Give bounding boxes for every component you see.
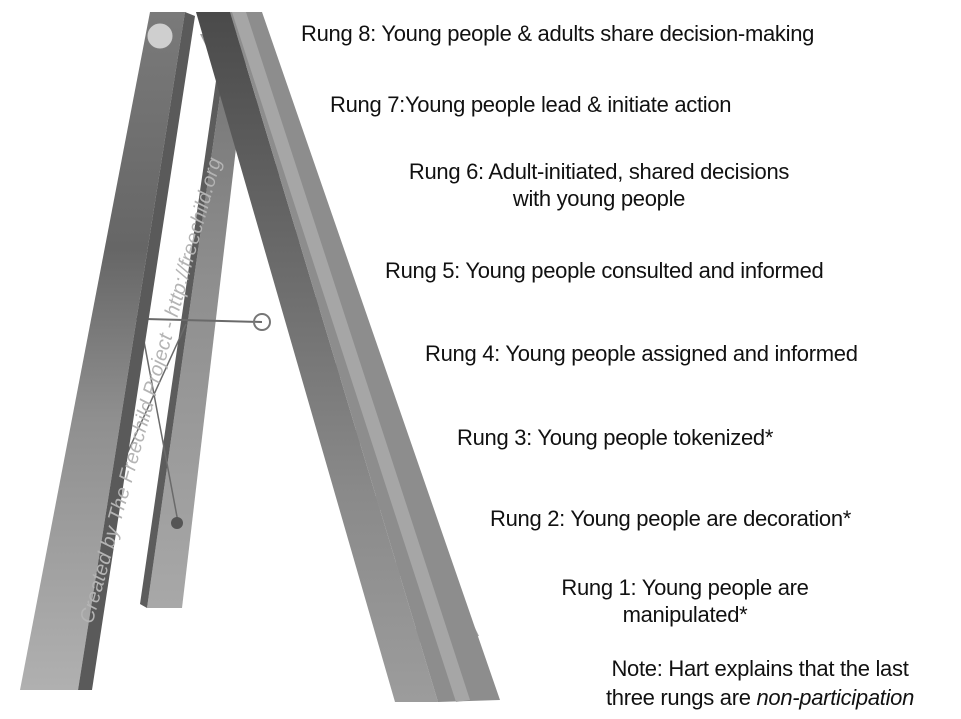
rung-1-line-1: Rung 1: Young people are	[561, 575, 809, 600]
rung-7-label: Rung 7:Young people lead & initiate acti…	[330, 91, 732, 118]
rung-3-line: Rung 3: Young people tokenized*	[457, 425, 774, 450]
note-line-2-prefix: three rungs are	[605, 685, 757, 710]
rung-5-label: Rung 5: Young people consulted and infor…	[385, 257, 824, 284]
note-line-2: three rungs are non-participation	[560, 683, 960, 712]
rung-8-label: Rung 8: Young people & adults share deci…	[301, 20, 814, 47]
rung-2-label: Rung 2: Young people are decoration*	[490, 505, 851, 532]
rung-8-line: Rung 8: Young people & adults share deci…	[301, 21, 815, 46]
rung-4-line: Rung 4: Young people assigned and inform…	[425, 341, 858, 366]
ladder-right-rail-inner	[196, 12, 438, 702]
ladder-rear-rail	[147, 12, 252, 608]
rung-3-label: Rung 3: Young people tokenized*	[457, 424, 773, 451]
ladder-left-rail	[20, 12, 185, 690]
rung-6-label: Rung 6: Adult-initiated, shared decision…	[370, 158, 828, 212]
spreader-cross-a	[139, 319, 179, 523]
rung-4-label: Rung 4: Young people assigned and inform…	[425, 340, 858, 367]
ladder-rear-rail-shade	[140, 12, 232, 608]
rung-2-line: Rung 2: Young people are decoration*	[490, 506, 852, 531]
rung-6-line-2: with young people	[512, 186, 686, 211]
rung-7-line: Rung 7:Young people lead & initiate acti…	[330, 92, 732, 117]
ladder-right-rail-highlight	[232, 12, 470, 702]
ladder-top-cap	[146, 22, 174, 50]
hinge-right	[253, 313, 271, 331]
rung-1-label: Rung 1: Young people are manipulated*	[535, 574, 835, 628]
note-text: Note: Hart explains that the last three …	[560, 654, 960, 712]
rung-5-line: Rung 5: Young people consulted and infor…	[385, 258, 824, 283]
note-line-1: Note: Hart explains that the last	[611, 656, 909, 681]
note-emphasis: non-participation	[756, 685, 915, 710]
rung-1-line-2: manipulated*	[622, 602, 748, 627]
ladder-left-rail-edge	[78, 12, 195, 690]
rung-6-line-1: Rung 6: Adult-initiated, shared decision…	[408, 159, 790, 184]
chain-weight	[171, 517, 183, 529]
